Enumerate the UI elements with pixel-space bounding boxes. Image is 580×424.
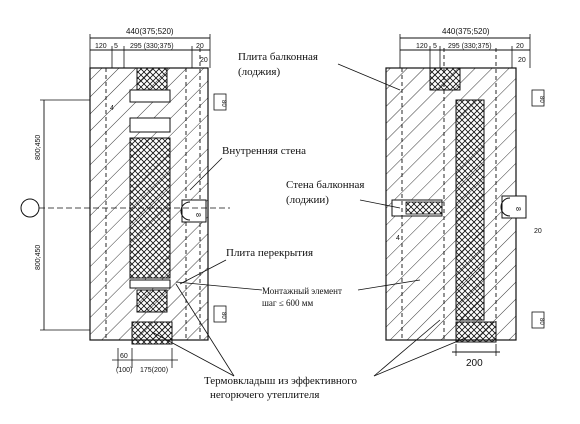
label-balcony-wall-1: Стена балконная	[286, 179, 364, 191]
left-dim-h2: 800;450	[35, 245, 42, 270]
left-dim-core: 295 (330;375)	[130, 43, 174, 50]
right-dim-side: 4	[396, 235, 400, 242]
left-top-insulation	[136, 67, 168, 91]
left-dim-d: 20	[200, 57, 208, 64]
left-dim-b: 5	[114, 43, 118, 50]
right-top-insulation	[429, 67, 461, 91]
right-dim-total: 440(375;520)	[442, 27, 490, 36]
left-dim-c: 20	[196, 43, 204, 50]
right-dim-core: 295 (330;375)	[448, 43, 492, 50]
callout-labels: Плита балконная (лоджия) Внутренняя стен…	[151, 51, 471, 401]
right-dim-e: 80	[538, 96, 544, 103]
left-dim-g2: (100)	[116, 367, 132, 374]
right-dim-f: 80	[538, 318, 544, 325]
label-floor-slab: Плита перекрытия	[226, 247, 313, 259]
left-bottom-insulation	[136, 289, 168, 313]
left-dim-h: 175(200)	[140, 367, 168, 374]
left-dim-side: 4	[110, 105, 114, 112]
left-dim-e: 80	[220, 100, 226, 107]
right-dim-g: 20	[534, 228, 542, 235]
right-dim-a: 120	[416, 43, 428, 50]
left-dim-h1: 800;450	[35, 135, 42, 160]
right-dim-c: 20	[516, 43, 524, 50]
right-dim-b: 5	[433, 43, 437, 50]
right-wall-section: 8 80 80 20 440(375;520) 120 5 295 (330;3…	[385, 27, 545, 369]
left-dim-f: 80	[220, 312, 226, 319]
left-thermal-insert	[131, 321, 173, 345]
left-dim-g: 60	[120, 353, 128, 360]
right-insulation-core	[455, 99, 485, 321]
label-thermal-insert-1: Термовкладыш из эффективного	[204, 375, 358, 387]
label-balcony-slab-2: (лоджия)	[238, 66, 280, 78]
left-dim-circle: 8	[194, 213, 201, 217]
label-thermal-insert-2: негорючего утеплителя	[210, 389, 319, 401]
label-balcony-slab-1: Плита балконная	[238, 51, 318, 63]
left-wall-section: 8 80 80 440(375;520) 120 5 295 (330;375)…	[20, 27, 230, 374]
axis-marker	[20, 198, 40, 218]
right-dim-bottom: 200	[466, 358, 483, 369]
label-balcony-wall-2: (лоджии)	[286, 194, 329, 206]
label-mount-element-2: шаг ≤ 600 мм	[262, 298, 314, 308]
right-dim-d: 20	[518, 57, 526, 64]
left-dim-a: 120	[95, 43, 107, 50]
right-thermal-insert	[455, 321, 497, 343]
label-mount-element-1: Монтажный элемент	[262, 286, 342, 296]
right-dim-circle: 8	[514, 207, 521, 211]
left-dim-total: 440(375;520)	[126, 27, 174, 36]
label-inner-wall: Внутренняя стена	[222, 145, 306, 157]
